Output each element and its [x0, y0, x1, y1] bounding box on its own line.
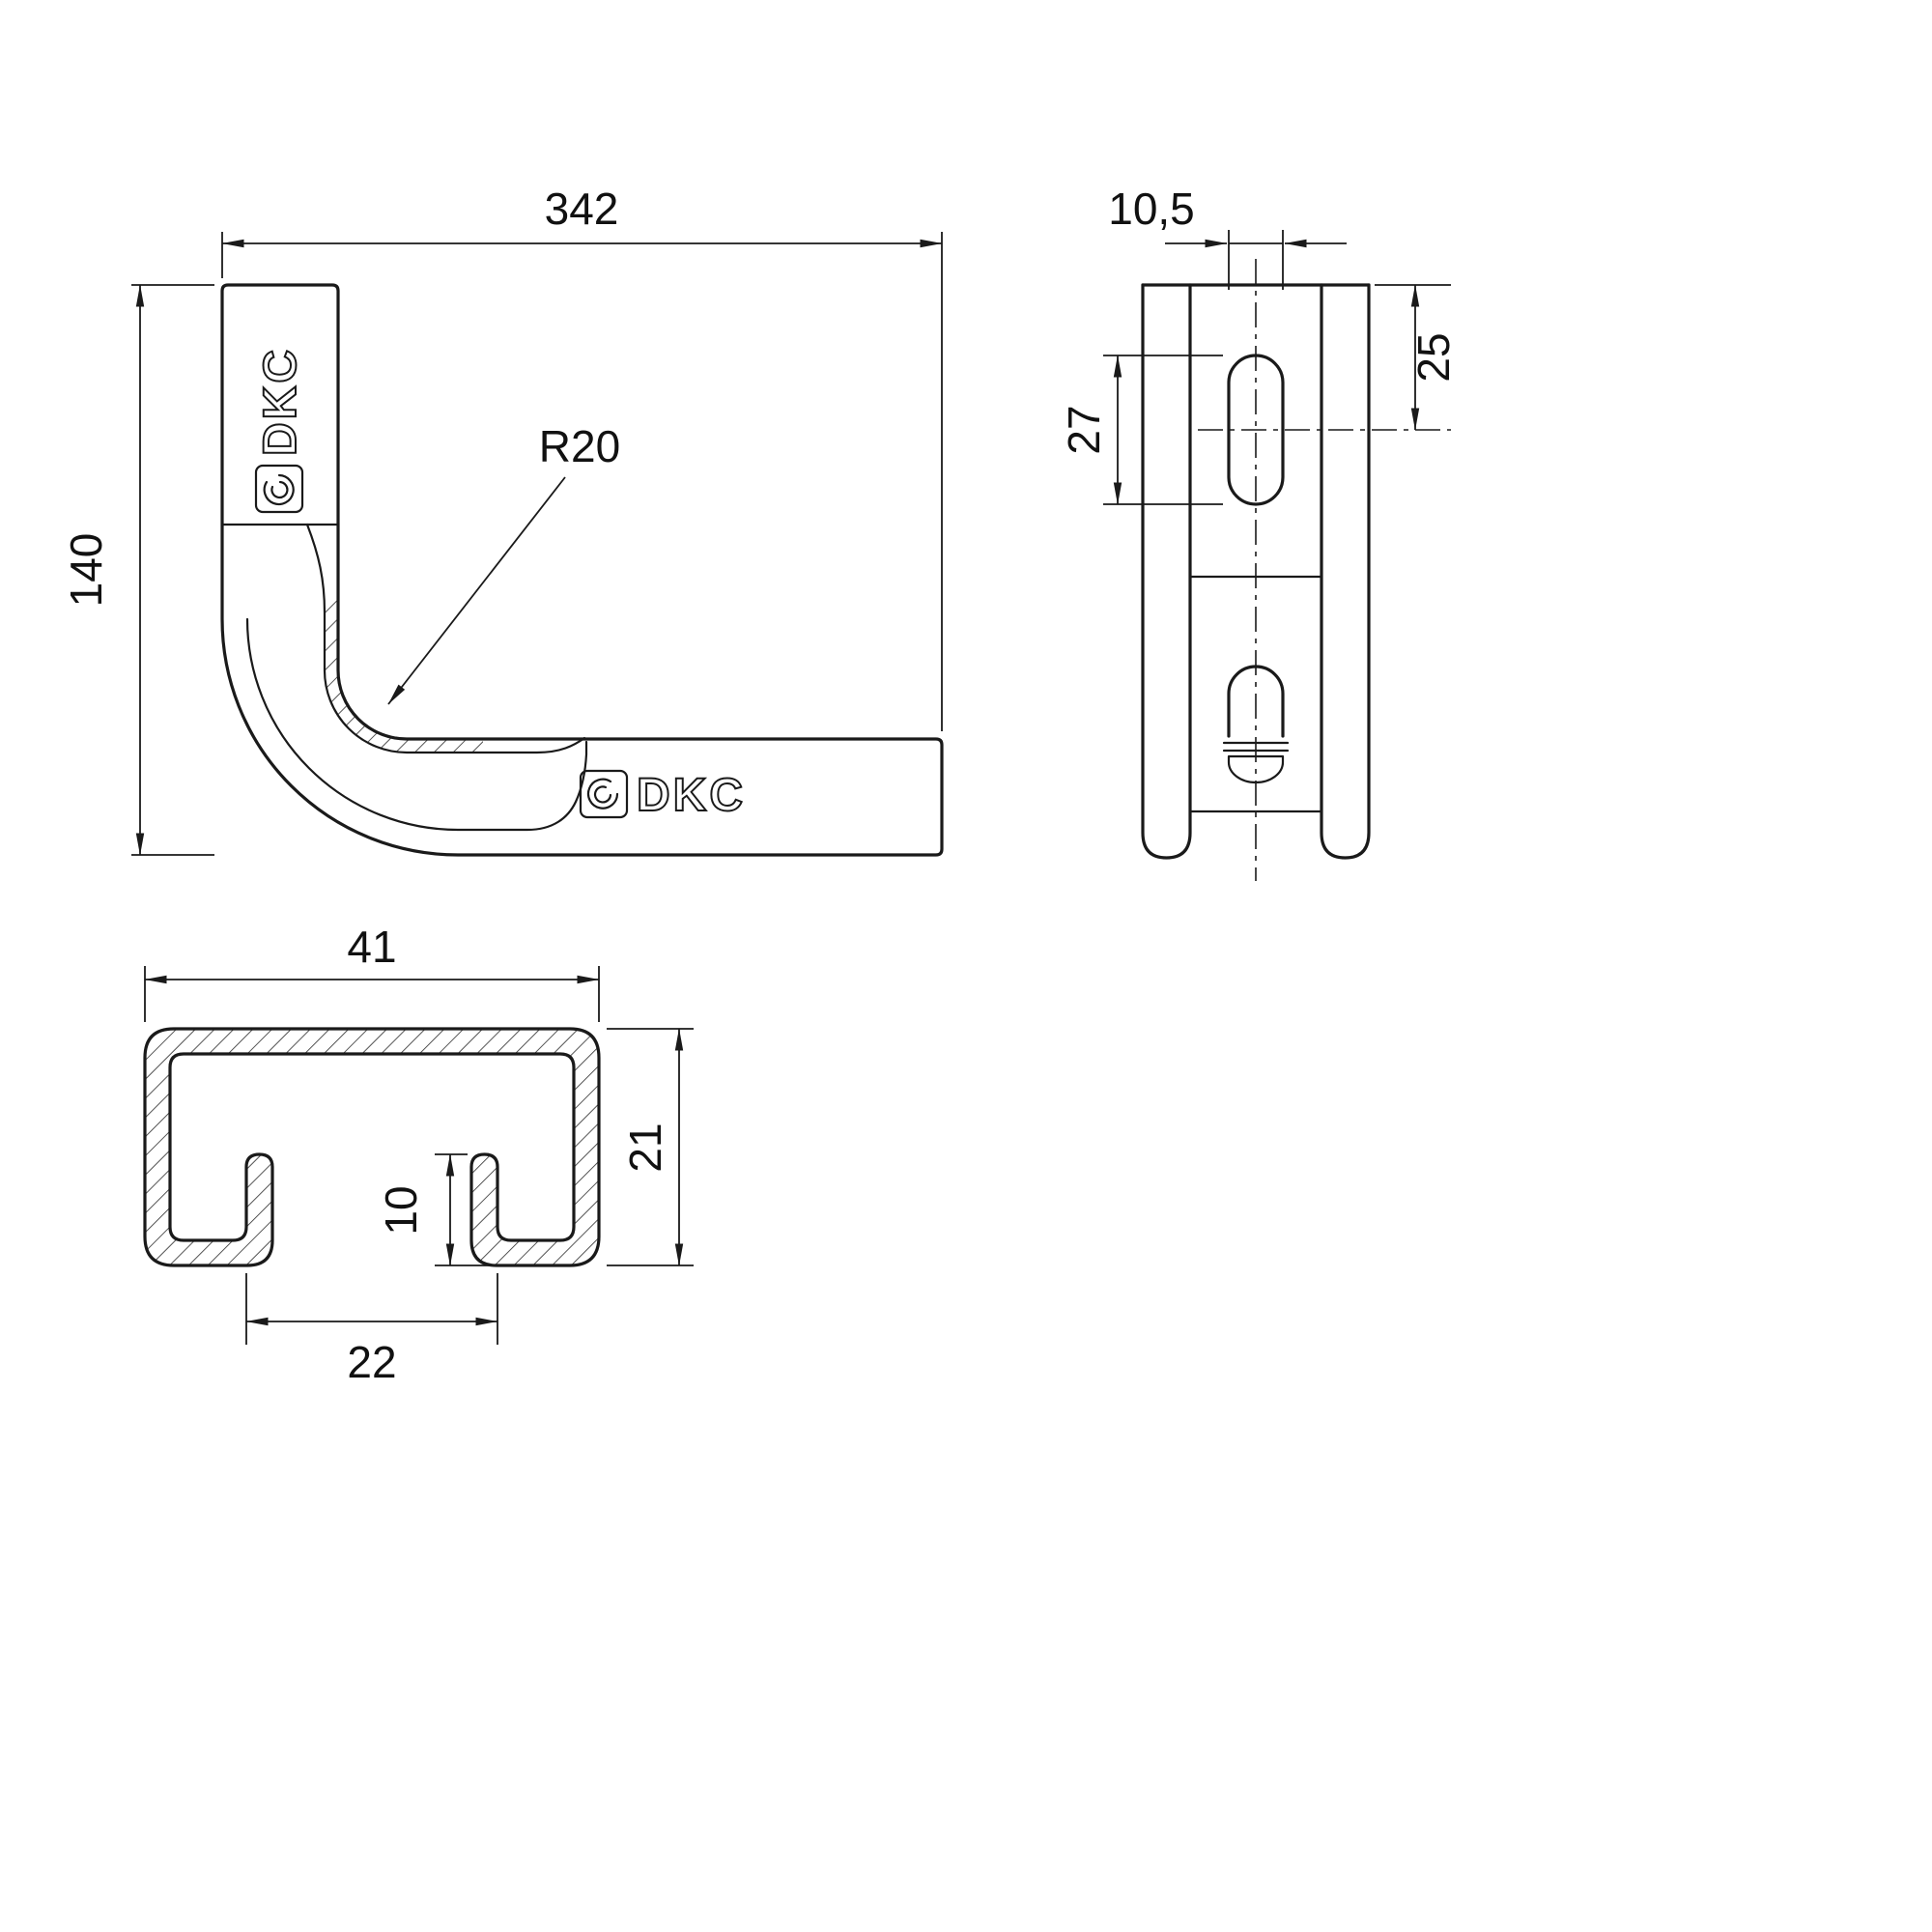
dimension-lip-height: 10: [376, 1153, 497, 1266]
logo-text: DKC: [255, 347, 306, 456]
dimension-front-width: 342: [221, 184, 943, 731]
dimension-opening-width: 22: [245, 1273, 498, 1387]
inner-wall-curve: [245, 617, 588, 832]
left-rail: [1141, 283, 1192, 860]
flange-curve: [305, 523, 586, 754]
logo-swirl-icon: [593, 785, 612, 804]
dimension-slot-length: 27: [1059, 355, 1223, 505]
dimension-label: 342: [545, 184, 619, 234]
leader-line: [387, 476, 566, 705]
radius-label: R20: [539, 421, 620, 471]
dimension-side-top-width: 10,5: [1108, 184, 1347, 290]
dimension-label: 41: [347, 922, 396, 972]
dimension-label: 10: [376, 1185, 426, 1235]
dimension-label: 140: [61, 533, 111, 608]
logo-swirl-icon: [263, 473, 295, 506]
channel-section: [143, 1027, 601, 1267]
logo-text: DKC: [637, 770, 746, 821]
section-view: 41 21 10 22: [143, 922, 694, 1387]
dimension-label: 22: [347, 1337, 396, 1387]
radius-callout: R20: [387, 421, 620, 705]
front-view: DKC DKC 342 140 R20: [61, 184, 944, 857]
logo-swirl-icon: [586, 778, 619, 810]
dkc-logo-horizontal: DKC: [579, 769, 746, 822]
logo-swirl-icon: [270, 480, 289, 499]
dkc-logo-vertical: DKC: [254, 346, 307, 514]
dimension-label: 10,5: [1108, 184, 1195, 234]
right-rail: [1320, 283, 1371, 860]
dimension-section-height: 21: [607, 1028, 694, 1266]
dimension-slot-center-offset: 25: [1375, 284, 1459, 431]
dimension-label: 21: [620, 1122, 670, 1172]
mounting-slot: [1227, 354, 1285, 506]
dimension-label: 27: [1059, 405, 1109, 454]
bracket-outline: [220, 283, 944, 857]
logo-swirl-icon: [579, 769, 629, 819]
dimension-front-height: 140: [61, 284, 214, 856]
side-view: 10,5 25 27: [1059, 184, 1459, 881]
logo-swirl-icon: [254, 464, 304, 514]
dimension-section-width: 41: [144, 922, 600, 1022]
dimension-label: 25: [1408, 332, 1459, 382]
